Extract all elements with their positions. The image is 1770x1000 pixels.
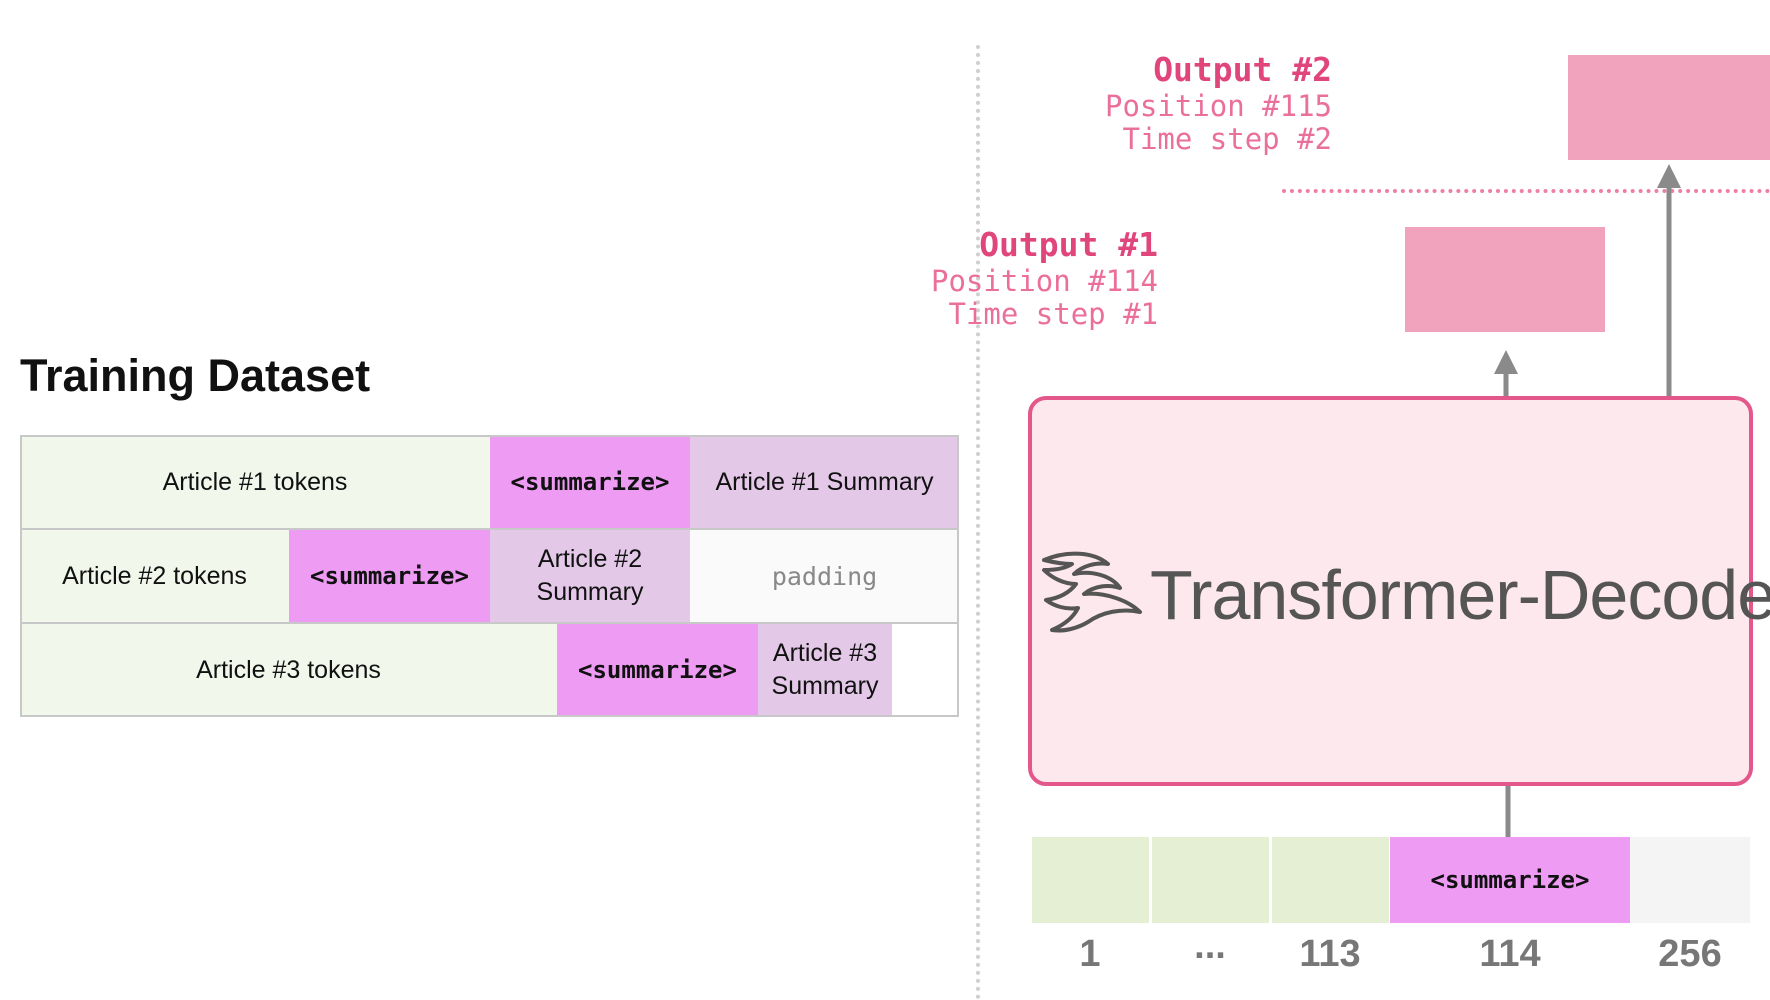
output-1-time-step: Time step #1: [948, 297, 1158, 331]
transformer-decoder-box: [1028, 396, 1753, 786]
summarize-token-row-2: <summarize>: [289, 529, 490, 623]
decoder-label: Transformer-Decoder: [1150, 556, 1770, 634]
output-2-box: [1568, 55, 1770, 160]
output-2-time-step: Time step #2: [1122, 122, 1332, 156]
training-dataset-title: Training Dataset: [20, 350, 371, 401]
output-2-position: Position #115: [1105, 89, 1332, 123]
article-2-tokens-cell: Article #2 tokens: [20, 529, 289, 623]
decoder-logo-icon: [1042, 551, 1142, 633]
output-2-title: Output #2: [1153, 50, 1332, 89]
summarize-token-row-1: <summarize>: [490, 435, 690, 529]
position-label-ellipsis: ...: [1194, 925, 1226, 967]
article-3-summary-cell: Article #3 Summary: [758, 623, 892, 717]
output-1-arrow-head: [1494, 350, 1518, 374]
row-divider: [20, 528, 959, 530]
empty-cell: [892, 623, 959, 717]
input-token-cell: [1032, 837, 1149, 923]
article-1-tokens-cell: Article #1 tokens: [20, 435, 490, 529]
input-padding-cell: [1630, 837, 1750, 923]
padding-cell: padding: [690, 529, 959, 623]
output-2-arrow-head: [1657, 164, 1681, 188]
summarize-token-row-3: <summarize>: [557, 623, 758, 717]
position-label-113: 113: [1299, 933, 1361, 975]
row-divider: [20, 622, 959, 624]
position-label-256: 256: [1658, 933, 1722, 975]
position-label-1: 1: [1079, 933, 1101, 975]
output-1-title: Output #1: [979, 225, 1158, 264]
input-summarize-token: <summarize>: [1390, 837, 1630, 923]
article-2-summary-cell: Article #2 Summary: [490, 529, 690, 623]
input-token-cell: [1272, 837, 1389, 923]
output-1-position: Position #114: [931, 264, 1158, 298]
time-step-separator: [1282, 189, 1770, 193]
article-3-tokens-cell: Article #3 tokens: [20, 623, 557, 717]
article-1-summary-cell: Article #1 Summary: [690, 435, 959, 529]
output-1-box: [1405, 227, 1605, 332]
position-label-114: 114: [1479, 933, 1541, 975]
section-divider: [976, 45, 980, 1000]
input-token-cell: [1152, 837, 1269, 923]
